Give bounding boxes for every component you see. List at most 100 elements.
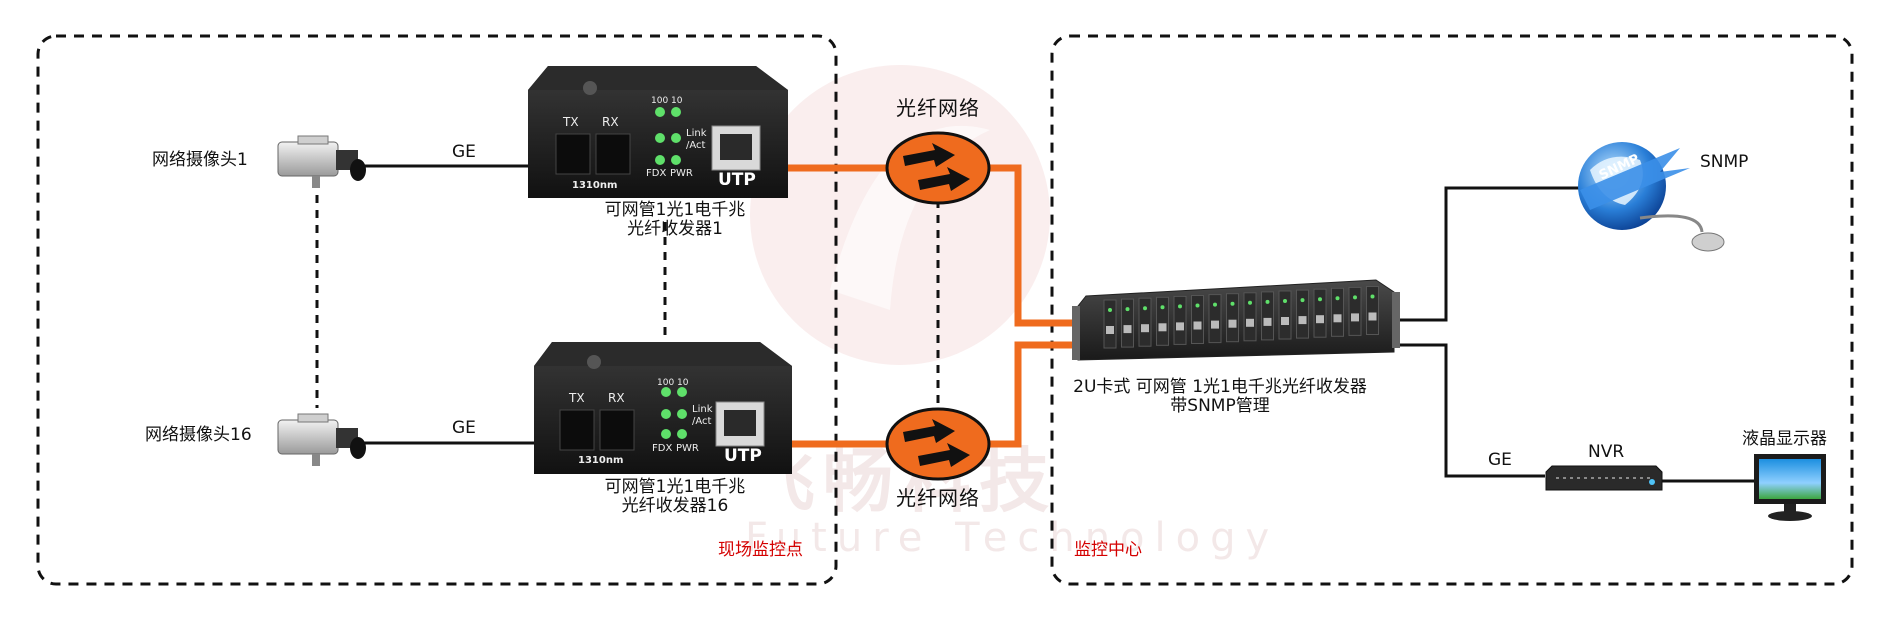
chassis-label-line2: 带SNMP管理: [1170, 396, 1270, 416]
chassis-card-led: [1195, 303, 1200, 308]
chassis-card-slot: [1243, 292, 1257, 342]
chassis-card-slot: [1103, 299, 1117, 349]
chassis-card-slot: [1331, 287, 1344, 337]
chassis-card-port: [1368, 312, 1377, 321]
converter-1-device: [528, 66, 788, 198]
camera-16-link-label: GE: [452, 418, 476, 438]
chassis-card-port: [1176, 322, 1184, 331]
converter-16-name-line2: 光纤收发器16: [621, 496, 729, 516]
chassis-card-port: [1228, 319, 1237, 328]
fiber-ellipse-top: [885, 131, 991, 205]
chassis-card-slots: [1103, 286, 1379, 349]
camera-16-device: [277, 413, 366, 466]
converter-1-name-line1: 可网管1光1电千兆: [604, 200, 746, 220]
chassis-card-led: [1125, 307, 1130, 312]
chassis-card-led: [1108, 308, 1112, 312]
chassis-card-slot: [1121, 298, 1134, 348]
converter-16-led-pwr: PWR: [676, 443, 699, 454]
chassis-card-port: [1211, 320, 1219, 329]
chassis-card-slot: [1226, 293, 1239, 343]
fiber-ellipse-bottom: [885, 407, 991, 481]
watermark-logo: [740, 60, 1060, 370]
chassis-card-port: [1316, 315, 1324, 324]
chassis-card-port: [1351, 313, 1359, 322]
monitor-device: [1754, 454, 1826, 521]
chassis-card-led: [1318, 297, 1322, 302]
converter-16-tx-label: TX: [569, 391, 585, 405]
camera-1-link-label: GE: [452, 142, 476, 162]
chassis-card-port: [1333, 314, 1342, 323]
chassis-card-slot: [1191, 295, 1204, 344]
chassis-device: [1072, 279, 1400, 361]
chassis-card-slot: [1156, 296, 1169, 346]
converter-1-led-100: 100: [651, 96, 669, 106]
snmp-label: SNMP: [1700, 152, 1749, 172]
converter-1-led-fdx: FDX: [646, 168, 667, 179]
snmp-globe-device: [1578, 142, 1725, 252]
zone-left-label: 现场监控点: [718, 540, 803, 560]
chassis-card-port: [1193, 321, 1202, 330]
converter-1-tx-label: TX: [563, 115, 579, 129]
chassis-card-port: [1298, 316, 1307, 325]
chassis-card-slot: [1173, 295, 1187, 345]
chassis-card-led: [1265, 299, 1270, 304]
nvr-link-label: GE: [1488, 450, 1512, 470]
converter-16-led-10: 10: [677, 378, 689, 388]
converter-1-port-label: UTP: [718, 170, 756, 190]
chassis-card-led: [1353, 295, 1357, 300]
chassis-card-port: [1263, 317, 1272, 326]
chassis-card-port: [1281, 317, 1289, 325]
converter-1-rx-label: RX: [602, 115, 619, 129]
chassis-card-port: [1106, 326, 1114, 334]
converter-16-led-link: Link: [692, 404, 713, 415]
zone-box-left: [36, 34, 838, 586]
chassis-card-led: [1143, 306, 1147, 311]
converter-16-led-act: /Act: [692, 416, 712, 427]
chassis-card-slot: [1208, 294, 1222, 344]
converter-16-led-100: 100: [657, 378, 675, 388]
converter-16-port-label: UTP: [724, 446, 762, 466]
chassis-card-slot: [1278, 290, 1292, 340]
watermark-en-text: Future Technology: [745, 515, 1280, 561]
converter-1-led-10: 10: [671, 96, 683, 106]
chassis-card-slot: [1261, 291, 1274, 341]
converter-16-name-line1: 可网管1光1电千兆: [604, 477, 746, 497]
chassis-card-led: [1213, 302, 1217, 307]
zone-right-label: 监控中心: [1074, 540, 1142, 560]
chassis-label-line1: 2U卡式 可网管 1光1电千兆光纤收发器: [1073, 377, 1367, 397]
chassis-card-led: [1248, 300, 1252, 305]
converter-16-wavelength: 1310nm: [578, 455, 624, 466]
chassis-card-led: [1178, 304, 1182, 309]
fiber-network-top-label: 光纤网络: [896, 96, 980, 120]
chassis-card-port: [1141, 324, 1149, 333]
link-chassis-snmp: [1388, 186, 1582, 322]
chassis-card-port: [1123, 325, 1132, 334]
fiber-network-bottom-label: 光纤网络: [896, 486, 980, 510]
converter-16-led-fdx: FDX: [652, 443, 673, 454]
camera-1-label: 网络摄像头1: [152, 150, 248, 170]
chassis-card-led: [1335, 296, 1340, 301]
converter-1-wavelength: 1310nm: [572, 180, 618, 191]
chassis-card-slot: [1296, 289, 1309, 339]
chassis-card-slot: [1348, 286, 1362, 336]
converter-1-led-pwr: PWR: [670, 168, 693, 179]
chassis-card-led: [1300, 298, 1305, 303]
chassis-card-port: [1158, 323, 1167, 332]
nvr-device: [1545, 465, 1663, 491]
converter-1-led-act: /Act: [686, 140, 706, 151]
chassis-card-led: [1370, 294, 1375, 299]
camera-16-label: 网络摄像头16: [145, 425, 252, 445]
converter-16-device: [534, 342, 792, 474]
chassis-card-led: [1230, 301, 1235, 306]
camera-1-device: [277, 135, 366, 188]
chassis-card-slot: [1313, 288, 1327, 338]
converter-1-led-link: Link: [686, 128, 707, 139]
converter-16-rx-label: RX: [608, 391, 625, 405]
chassis-card-slot: [1138, 297, 1152, 347]
link-chassis-nvr: [1388, 343, 1545, 478]
nvr-label: NVR: [1588, 442, 1625, 462]
chassis-card-port: [1246, 318, 1254, 327]
converter-1-name-line2: 光纤收发器1: [627, 219, 723, 239]
zone-box-right: [1050, 34, 1854, 586]
